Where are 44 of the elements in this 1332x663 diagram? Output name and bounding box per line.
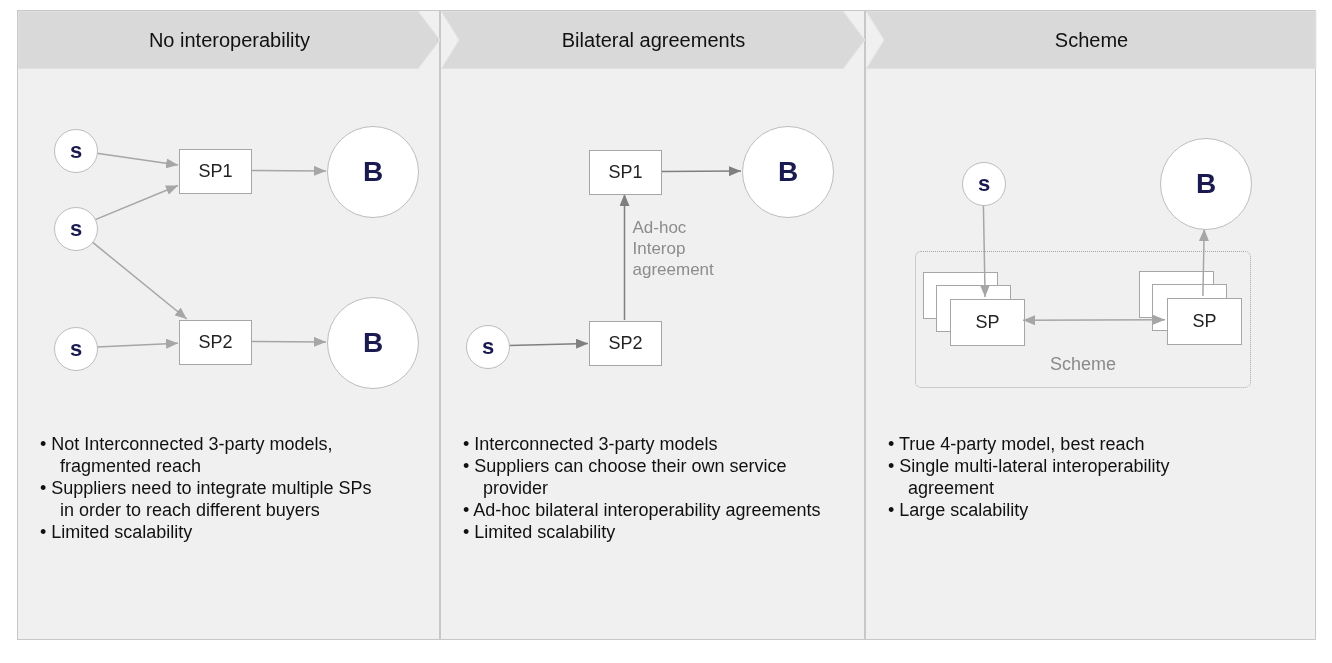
arrow	[660, 166, 742, 177]
circle-node: B	[327, 297, 419, 389]
group-label: Scheme	[1048, 354, 1117, 375]
arrow	[250, 165, 327, 176]
section-header: Scheme	[866, 11, 1317, 69]
stacked-boxes: SP	[1139, 271, 1242, 345]
arrow	[1198, 228, 1209, 297]
panel	[17, 10, 440, 640]
circle-node: s	[54, 327, 98, 371]
circle-node: s	[54, 207, 98, 251]
arrow	[96, 338, 179, 349]
bullet-text: • Limited scalability	[463, 521, 617, 543]
arrow	[91, 241, 188, 320]
bullet-text: • Interconnected 3-party models	[463, 433, 719, 455]
arrow	[619, 193, 630, 321]
bullet-text: • Not Interconnected 3-party models, fragmented reach	[40, 433, 334, 477]
bullet-text: • Single multi-lateral interoperability agreement	[888, 455, 1171, 499]
bullet-text: • Limited scalability	[40, 521, 194, 543]
section-header: Bilateral agreements	[441, 11, 866, 69]
stacked-boxes: SP	[923, 272, 1025, 346]
arrow	[979, 204, 990, 298]
process-box: SP1	[179, 149, 252, 194]
arrow	[250, 336, 327, 347]
circle-node: s	[962, 162, 1006, 206]
process-box: SP2	[179, 320, 252, 365]
section-header: No interoperability	[18, 11, 441, 69]
circle-node: B	[1160, 138, 1252, 230]
bullet-text: • Suppliers can choose their own service provider	[463, 455, 788, 499]
process-box: SP1	[589, 150, 662, 195]
bullet-text: • True 4-party model, best reach	[888, 433, 1146, 455]
arrow	[94, 184, 179, 221]
bullet-text: • Ad-hoc bilateral interoperability agreements	[463, 499, 822, 521]
circle-node: B	[742, 126, 834, 218]
arrow	[96, 152, 179, 169]
circle-node: s	[466, 325, 510, 369]
arrow	[508, 338, 589, 349]
bullet-text: • Suppliers need to integrate multiple SPs in order to reach different buyers	[40, 477, 373, 521]
process-box: SP2	[589, 321, 662, 366]
arrow	[1022, 314, 1166, 326]
circle-node: B	[327, 126, 419, 218]
bullet-text: • Large scalability	[888, 499, 1030, 521]
panel	[440, 10, 865, 640]
panel	[865, 10, 1316, 640]
circle-node: s	[54, 129, 98, 173]
